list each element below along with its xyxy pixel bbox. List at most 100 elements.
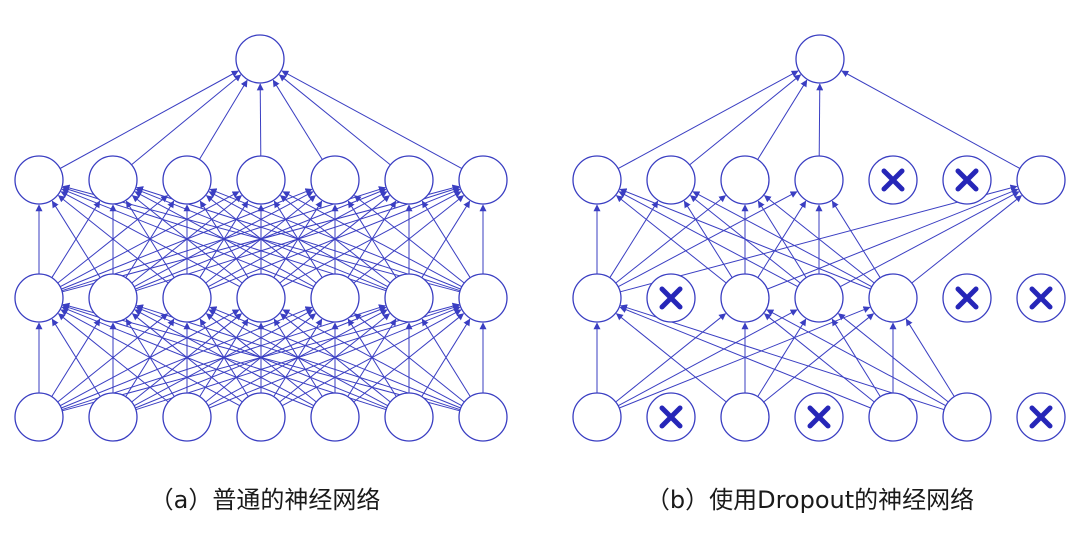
connection-edge bbox=[766, 309, 947, 407]
connection-edge bbox=[619, 188, 871, 290]
connection-edge bbox=[763, 313, 875, 403]
connection-edge bbox=[136, 304, 461, 411]
neuron bbox=[162, 155, 212, 205]
connection-edge bbox=[615, 195, 727, 284]
neuron bbox=[720, 392, 770, 442]
connection-edge bbox=[763, 313, 875, 403]
x-mark-icon bbox=[1029, 286, 1053, 310]
connection-edge bbox=[61, 188, 313, 290]
connection-edge bbox=[51, 318, 101, 397]
x-mark-icon bbox=[955, 286, 979, 310]
neuron bbox=[88, 155, 138, 205]
connection-edge bbox=[59, 70, 239, 169]
connection-edge bbox=[62, 302, 460, 412]
neuron bbox=[310, 392, 360, 442]
neuron bbox=[868, 273, 918, 323]
connection-edge bbox=[911, 195, 1023, 284]
x-mark-icon bbox=[659, 286, 683, 310]
connection-edge bbox=[353, 195, 465, 284]
connection-edge bbox=[617, 309, 798, 407]
dropped-neuron bbox=[646, 273, 696, 323]
dropout-network-nodes bbox=[572, 34, 1066, 442]
neuron bbox=[384, 392, 434, 442]
dropout-network-edges bbox=[593, 70, 1023, 411]
neuron bbox=[162, 392, 212, 442]
neuron bbox=[458, 392, 508, 442]
connection-edge bbox=[353, 313, 465, 403]
neuron bbox=[1016, 155, 1066, 205]
connection-edge bbox=[615, 313, 727, 403]
standard-network-nodes bbox=[14, 34, 508, 442]
neuron bbox=[14, 155, 64, 205]
connection-edge bbox=[692, 191, 873, 288]
connection-edge bbox=[615, 313, 727, 403]
connection-edge bbox=[209, 188, 461, 290]
x-mark-icon bbox=[955, 168, 979, 192]
neuron bbox=[310, 155, 360, 205]
neuron bbox=[572, 392, 622, 442]
neuron bbox=[868, 392, 918, 442]
neuron bbox=[236, 273, 286, 323]
neuron bbox=[720, 155, 770, 205]
connection-edge bbox=[609, 200, 659, 278]
connection-edge bbox=[767, 188, 1019, 290]
dropout-network-diagram bbox=[572, 34, 1066, 442]
neuron bbox=[572, 273, 622, 323]
neuron bbox=[720, 273, 770, 323]
neuron bbox=[236, 392, 286, 442]
neuron bbox=[794, 273, 844, 323]
connection-edge bbox=[281, 70, 463, 170]
dropped-neuron bbox=[868, 155, 918, 205]
x-mark-icon bbox=[881, 168, 905, 192]
connection-edge bbox=[618, 191, 799, 288]
neuron bbox=[646, 155, 696, 205]
connection-edge bbox=[282, 309, 463, 407]
neuron bbox=[458, 273, 508, 323]
connection-edge bbox=[198, 79, 248, 160]
connection-edge bbox=[905, 318, 955, 397]
caption-standard-network: （a）普通的神经网络 bbox=[149, 486, 381, 514]
connection-edge bbox=[57, 313, 169, 403]
connection-edge bbox=[62, 304, 387, 411]
standard-network-diagram bbox=[14, 34, 508, 442]
connection-edge bbox=[763, 195, 875, 284]
dropped-neuron bbox=[794, 392, 844, 442]
connection-edge bbox=[617, 70, 799, 170]
neuron bbox=[88, 392, 138, 442]
standard-network-edges bbox=[35, 70, 487, 412]
connection-edge bbox=[256, 83, 264, 157]
connection-edge bbox=[619, 306, 871, 409]
dropped-neuron bbox=[646, 392, 696, 442]
dropped-neuron bbox=[1016, 273, 1066, 323]
connection-edge bbox=[839, 191, 1020, 288]
neuron bbox=[384, 155, 434, 205]
x-mark-icon bbox=[1029, 405, 1053, 429]
neuron bbox=[236, 155, 286, 205]
connection-edge bbox=[282, 191, 463, 288]
connection-edge bbox=[620, 304, 945, 411]
connection-edge bbox=[62, 184, 460, 293]
connection-edge bbox=[689, 74, 802, 166]
connection-edge bbox=[757, 79, 808, 160]
connection-edge bbox=[61, 306, 313, 409]
connection-edge bbox=[421, 200, 471, 278]
neuron bbox=[458, 155, 508, 205]
neuron bbox=[14, 273, 64, 323]
connection-edge bbox=[131, 74, 242, 166]
connection-edge bbox=[272, 79, 323, 160]
neuron bbox=[795, 34, 845, 84]
connection-edge bbox=[60, 309, 241, 407]
connection-edge bbox=[209, 306, 461, 409]
connection-edge bbox=[831, 200, 881, 278]
connection-edge bbox=[421, 318, 471, 397]
caption-dropout-network: （b）使用Dropout的神经网络 bbox=[645, 486, 975, 514]
neuron bbox=[310, 273, 360, 323]
x-mark-icon bbox=[807, 405, 831, 429]
neuron bbox=[162, 273, 212, 323]
connection-edge bbox=[837, 313, 949, 403]
neuron bbox=[794, 155, 844, 205]
neuron bbox=[14, 392, 64, 442]
neuron bbox=[235, 34, 285, 84]
connection-edge bbox=[57, 195, 169, 284]
